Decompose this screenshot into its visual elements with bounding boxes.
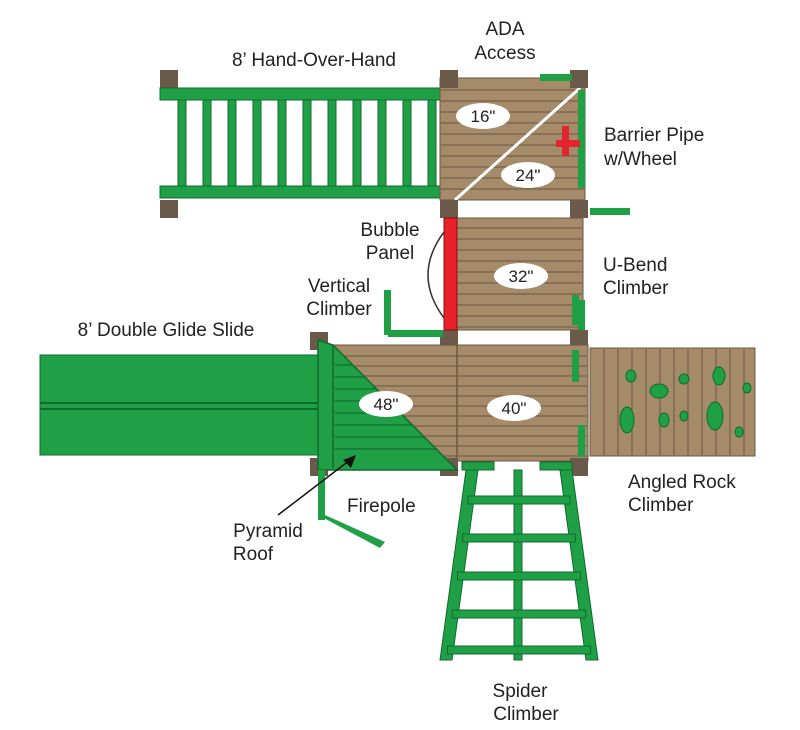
label-bubble-line1: Bubble	[360, 220, 419, 241]
double-glide-slide	[39, 354, 326, 456]
label-barrier-line2: w/Wheel	[603, 149, 677, 170]
label-ubend-line1: U-Bend	[603, 255, 667, 276]
label-ada-line2: Access	[474, 43, 535, 64]
label-rock-line2: Climber	[628, 495, 694, 516]
angled-rock-climber	[589, 347, 756, 457]
ubend-height: 32"	[494, 263, 548, 289]
ada-lower-height: 24"	[501, 162, 555, 188]
hand-over-hand-ladder	[159, 70, 446, 218]
hoh-rung	[427, 99, 437, 187]
hoh-rung	[252, 99, 262, 187]
ada-lower-height-text: 24"	[516, 166, 541, 185]
bubble-panel	[427, 217, 458, 331]
label-spider-line1: Spider	[493, 681, 549, 702]
label-pyramid-line1: Pyramid	[233, 521, 303, 542]
spider-rung	[462, 533, 576, 543]
spider-center-rail	[513, 469, 523, 661]
ada-handrail-out	[590, 208, 630, 215]
spider-rung	[451, 609, 587, 619]
hoh-rung	[402, 99, 412, 187]
hoh-rung	[177, 99, 187, 187]
firepole-post	[318, 470, 325, 520]
hoh-rail-top	[159, 87, 446, 101]
hoh-rail-bottom	[159, 185, 446, 199]
label-hand-over-hand: 8’ Hand-Over-Hand	[232, 50, 396, 71]
slide-body	[39, 354, 326, 456]
vertical-climber-post	[384, 290, 391, 335]
ada-post-top-right	[570, 70, 588, 88]
spider-rung	[446, 645, 592, 655]
main-handle-right	[578, 425, 585, 457]
label-slide: 8’ Double Glide Slide	[78, 320, 255, 341]
hoh-rung	[202, 99, 212, 187]
roof-height: 48"	[359, 391, 413, 417]
label-rock-line1: Angled Rock	[628, 472, 736, 493]
spider-climber	[439, 461, 599, 661]
main-height-text: 40"	[502, 399, 527, 418]
label-ubend-line2: Climber	[603, 278, 669, 299]
label-spider-line2: Climber	[493, 704, 559, 725]
label-ada-line1: ADA	[485, 19, 524, 40]
hoh-post-bottom-left	[160, 200, 178, 218]
spider-right-rail	[559, 469, 599, 661]
hoh-rung	[227, 99, 237, 187]
ada-deck	[439, 70, 630, 218]
ubend-handle-1	[572, 295, 579, 325]
hoh-rung	[352, 99, 362, 187]
barrier-wheel	[556, 140, 580, 147]
label-vertical-line1: Vertical	[308, 276, 370, 297]
hoh-rung	[277, 99, 287, 187]
label-pyramid-line2: Roof	[233, 544, 274, 565]
ada-upper-height: 16"	[456, 103, 510, 129]
hoh-post-top-left	[160, 70, 178, 88]
ubend-post-bottom-left	[440, 330, 458, 348]
hoh-rung	[302, 99, 312, 187]
bubble-arc	[427, 231, 445, 319]
main-handle-left	[572, 350, 579, 382]
main-post-bottom-right	[570, 458, 588, 476]
label-firepole: Firepole	[347, 496, 416, 517]
spider-left-rail	[439, 469, 479, 661]
ada-post-bottom-left	[440, 200, 458, 218]
vertical-climber	[384, 290, 443, 337]
label-vertical-line2: Climber	[306, 299, 372, 320]
ubend-handle-2	[578, 300, 585, 330]
pyramid-arrow	[277, 455, 356, 516]
main-height: 40"	[487, 395, 541, 421]
label-barrier-line1: Barrier Pipe	[604, 125, 704, 146]
barrier-pipe-wheel	[556, 126, 580, 156]
ada-handrail-side	[578, 90, 585, 188]
ubend-post-bottom-right	[570, 330, 588, 348]
hoh-rung	[327, 99, 337, 187]
firepole	[318, 470, 385, 548]
ada-divider-line	[453, 86, 582, 202]
spider-top-bar-left	[461, 461, 495, 471]
ada-handrail-top	[540, 74, 572, 81]
rock-holds	[619, 366, 752, 438]
ada-post-top-left	[440, 70, 458, 88]
firepole-bend	[318, 515, 385, 548]
roof-height-text: 48"	[374, 395, 399, 414]
spider-rung	[456, 571, 582, 581]
bubble-panel-bar	[443, 217, 458, 331]
ada-upper-height-text: 16"	[471, 107, 496, 126]
label-bubble-line2: Panel	[366, 243, 415, 264]
vertical-climber-foot	[388, 330, 443, 337]
ada-post-bottom-right	[570, 200, 588, 218]
hoh-rung	[377, 99, 387, 187]
ubend-height-text: 32"	[509, 267, 534, 286]
spider-rung	[467, 495, 571, 505]
spider-top-bar-right	[539, 461, 573, 471]
